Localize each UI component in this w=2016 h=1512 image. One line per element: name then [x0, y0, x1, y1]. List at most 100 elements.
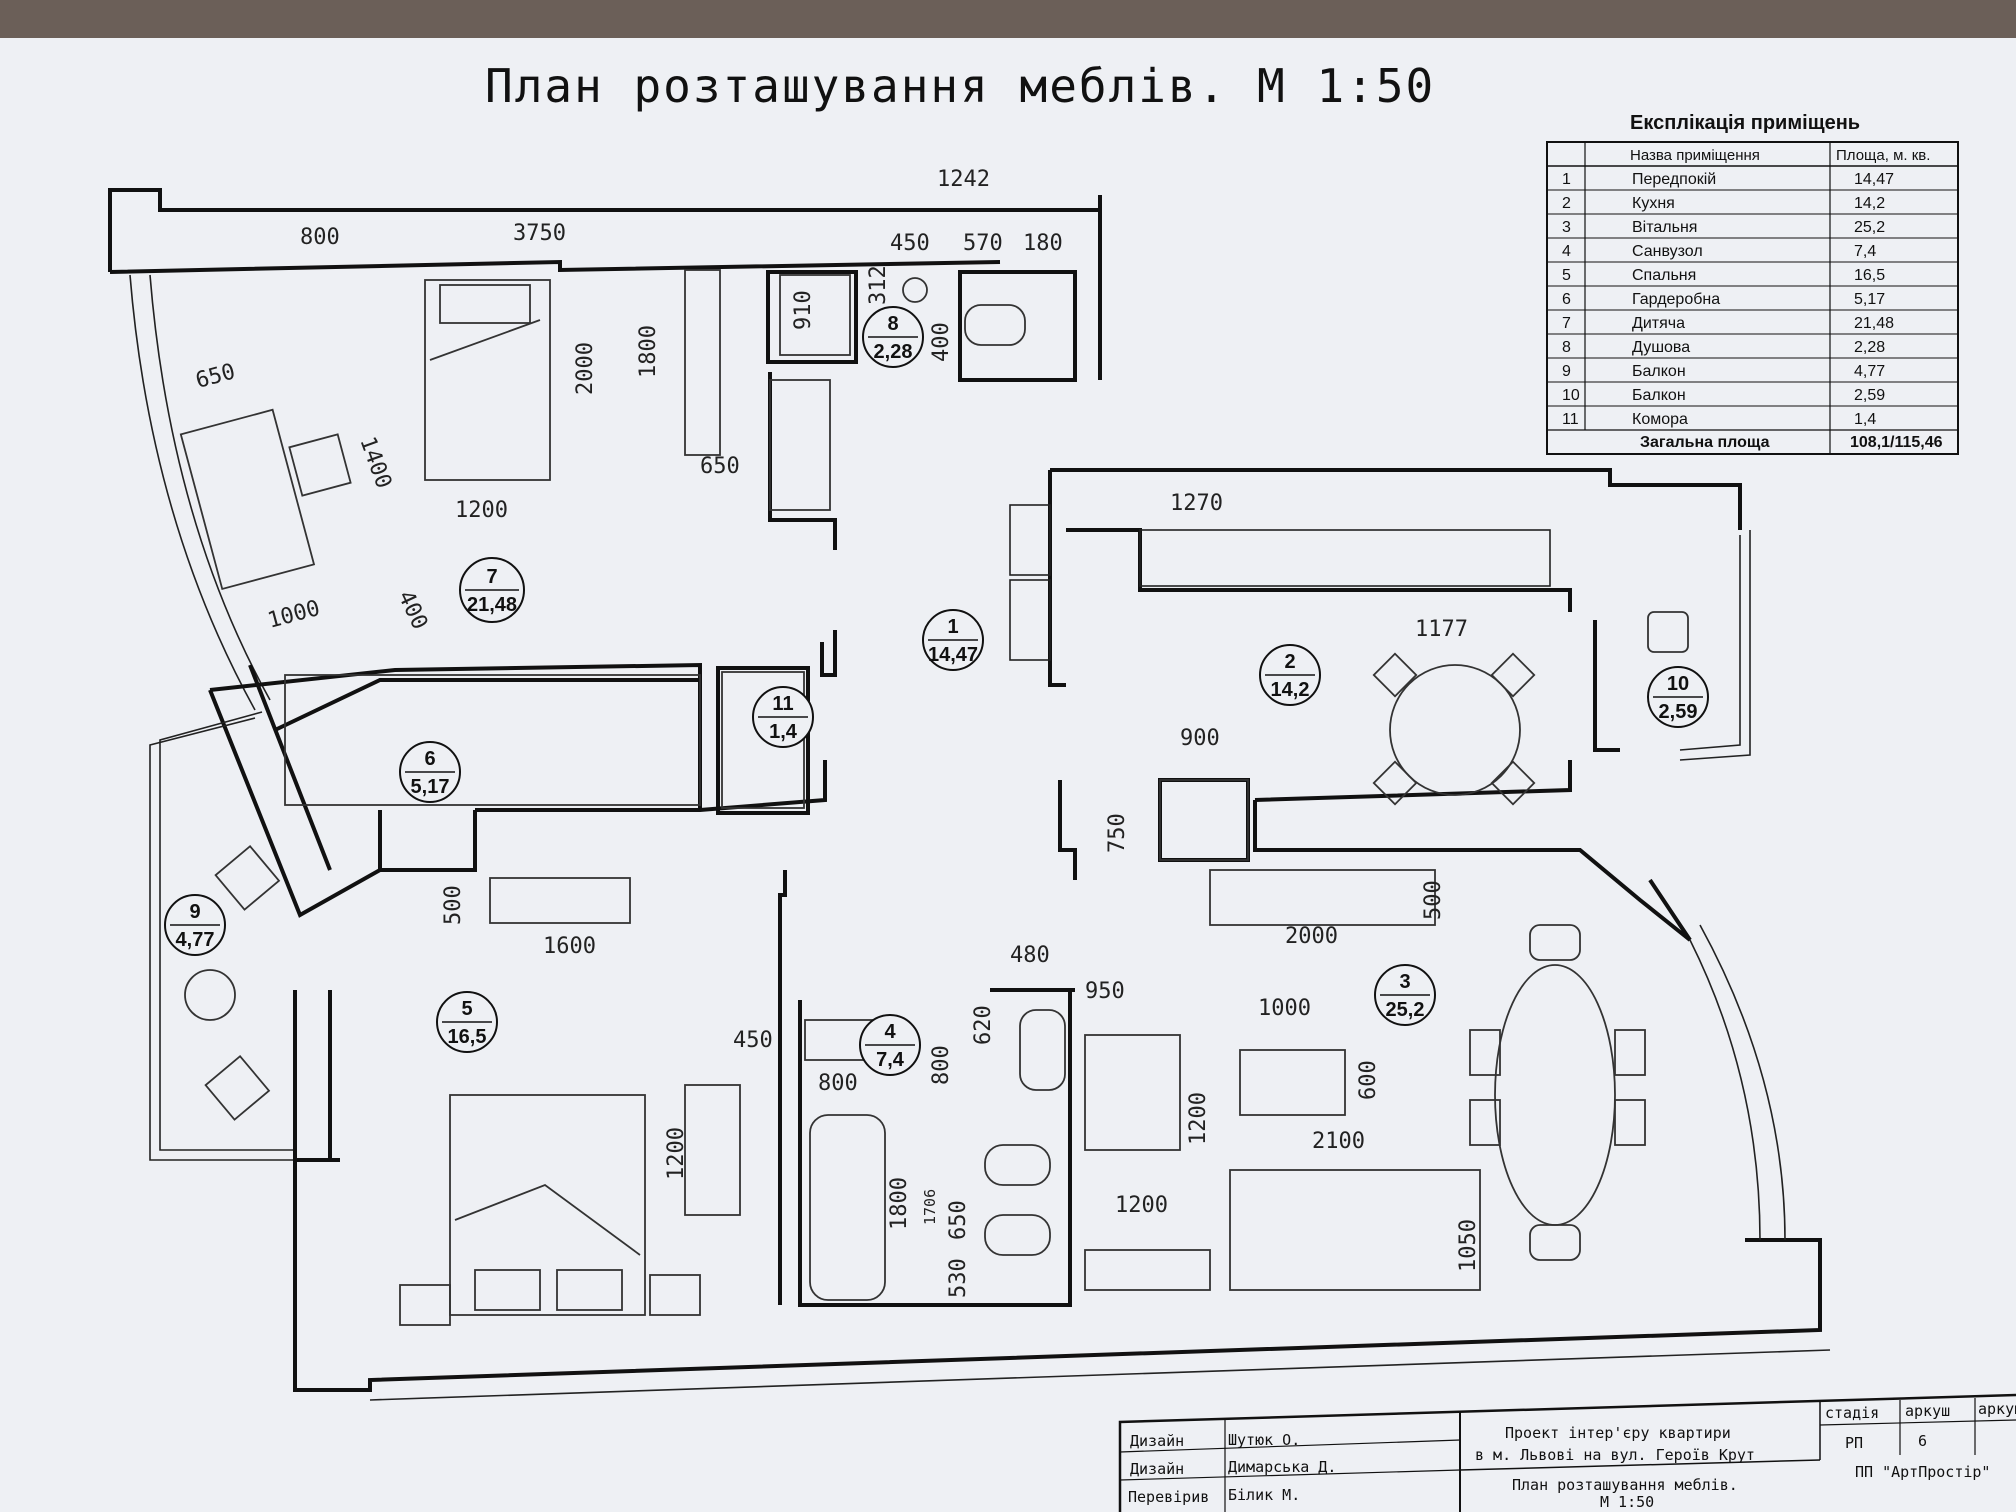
tb-sheets-label: аркуш [1978, 1400, 2016, 1418]
room-marker-7: 721,48 [459, 557, 525, 623]
svg-text:1270: 1270 [1170, 491, 1223, 516]
table-cell-name: Кухня [1632, 195, 1675, 212]
tb-name-1: Шутюк О. [1228, 1431, 1300, 1449]
svg-text:400: 400 [393, 587, 432, 634]
svg-text:950: 950 [1085, 979, 1125, 1004]
table-cell-area: 4,77 [1854, 363, 1885, 380]
svg-text:1400: 1400 [354, 434, 396, 492]
svg-text:5,17: 5,17 [411, 776, 450, 798]
svg-text:650: 650 [193, 359, 238, 393]
svg-text:180: 180 [1023, 231, 1063, 256]
svg-text:1050: 1050 [1456, 1219, 1481, 1272]
table-cell-num: 6 [1562, 291, 1571, 308]
tb-name-3: Білик М. [1228, 1486, 1300, 1504]
svg-text:500: 500 [441, 885, 466, 925]
table-cell-name: Вітальня [1632, 219, 1697, 236]
table-cell-num: 8 [1562, 339, 1571, 356]
svg-text:600: 600 [1356, 1060, 1381, 1100]
tb-scale: М 1:50 [1600, 1493, 1654, 1511]
room-marker-6: 65,17 [399, 741, 461, 803]
svg-text:1000: 1000 [1258, 996, 1311, 1021]
svg-text:16,5: 16,5 [448, 1026, 487, 1048]
table-cell-num: 9 [1562, 363, 1571, 380]
tb-sheet-label: аркуш [1905, 1402, 1950, 1420]
svg-text:312: 312 [866, 265, 891, 305]
room-marker-10: 102,59 [1647, 666, 1709, 728]
svg-text:1706: 1706 [921, 1189, 939, 1225]
svg-text:1200: 1200 [455, 498, 508, 523]
table-cell-area: 14,2 [1854, 195, 1885, 212]
table-cell-name: Спальня [1632, 267, 1696, 284]
header-name: Назва приміщення [1630, 147, 1760, 164]
table-cell-name: Комора [1632, 411, 1688, 428]
header-area: Площа, м. кв. [1836, 147, 1930, 164]
svg-text:800: 800 [818, 1071, 858, 1096]
tb-role-1: Дизайн [1130, 1432, 1184, 1450]
table-cell-num: 3 [1562, 219, 1571, 236]
table-cell-num: 2 [1562, 195, 1571, 212]
table-cell-area: 7,4 [1854, 243, 1876, 260]
svg-text:2,28: 2,28 [874, 341, 913, 363]
table-cell-name: Балкон [1632, 363, 1686, 380]
svg-text:530: 530 [946, 1258, 971, 1298]
svg-text:4: 4 [884, 1021, 896, 1043]
svg-text:14,2: 14,2 [1271, 679, 1310, 701]
tb-sheet-no: 6 [1918, 1432, 1927, 1450]
room-markers: 114,47 214,2 325,2 47,4 516,5 65,17 721,… [164, 306, 1709, 1076]
table-cell-num: 11 [1562, 411, 1579, 428]
table-cell-name: Передпокій [1632, 171, 1716, 188]
tb-name-2: Димарська Д. [1228, 1458, 1336, 1476]
svg-text:14,47: 14,47 [928, 644, 978, 666]
svg-text:21,48: 21,48 [467, 594, 517, 616]
room-marker-2: 214,2 [1259, 644, 1321, 706]
plan-title: План розташування меблів. М 1:50 [485, 59, 1435, 113]
furniture [179, 269, 1689, 1326]
table-cell-name: Гардеробна [1632, 291, 1720, 308]
table-cell-name: Душова [1632, 339, 1690, 356]
room-marker-4: 47,4 [859, 1014, 921, 1076]
table-cell-name: Дитяча [1632, 315, 1685, 332]
svg-text:450: 450 [890, 231, 930, 256]
tb-project-2: в м. Львові на вул. Героїв Крут [1475, 1446, 1755, 1464]
svg-text:7,4: 7,4 [876, 1049, 905, 1071]
svg-text:620: 620 [971, 1005, 996, 1045]
svg-text:2100: 2100 [1312, 1129, 1365, 1154]
svg-text:650: 650 [946, 1200, 971, 1240]
svg-text:1177: 1177 [1415, 617, 1468, 642]
paper [0, 38, 2016, 1512]
svg-text:750: 750 [1105, 813, 1130, 853]
svg-text:800: 800 [929, 1045, 954, 1085]
dimension-labels: 1242 800 3750 450 570 180 910 312 400 20… [193, 167, 1481, 1298]
svg-text:7: 7 [486, 566, 497, 588]
svg-text:11: 11 [772, 693, 793, 715]
table-cell-area: 2,59 [1854, 387, 1885, 404]
table-cell-area: 14,47 [1854, 171, 1894, 188]
svg-text:1200: 1200 [1115, 1193, 1168, 1218]
svg-text:25,2: 25,2 [1386, 999, 1425, 1021]
table-cell-area: 25,2 [1854, 219, 1885, 236]
room-marker-3: 325,2 [1374, 964, 1436, 1026]
svg-text:2,59: 2,59 [1659, 701, 1698, 723]
svg-text:480: 480 [1010, 943, 1050, 968]
svg-text:1242: 1242 [937, 167, 990, 192]
svg-text:1: 1 [947, 616, 958, 638]
room-marker-5: 516,5 [436, 991, 498, 1053]
svg-text:9: 9 [189, 901, 200, 923]
tb-stage-label: стадія [1825, 1404, 1879, 1422]
svg-text:6: 6 [424, 748, 435, 770]
table-cell-num: 1 [1562, 171, 1571, 188]
table-cell-name: Санвузол [1632, 243, 1703, 260]
svg-text:1600: 1600 [543, 934, 596, 959]
svg-text:2: 2 [1284, 651, 1295, 673]
svg-text:650: 650 [700, 454, 740, 479]
svg-text:400: 400 [929, 322, 954, 362]
svg-text:1000: 1000 [265, 596, 323, 634]
tb-company: ПП "АртПростір" [1855, 1463, 1990, 1481]
svg-text:800: 800 [300, 225, 340, 250]
svg-text:1800: 1800 [887, 1177, 912, 1230]
svg-text:1200: 1200 [1186, 1092, 1211, 1145]
table-cell-area: 2,28 [1854, 339, 1885, 356]
room-marker-8: 82,28 [862, 306, 924, 368]
